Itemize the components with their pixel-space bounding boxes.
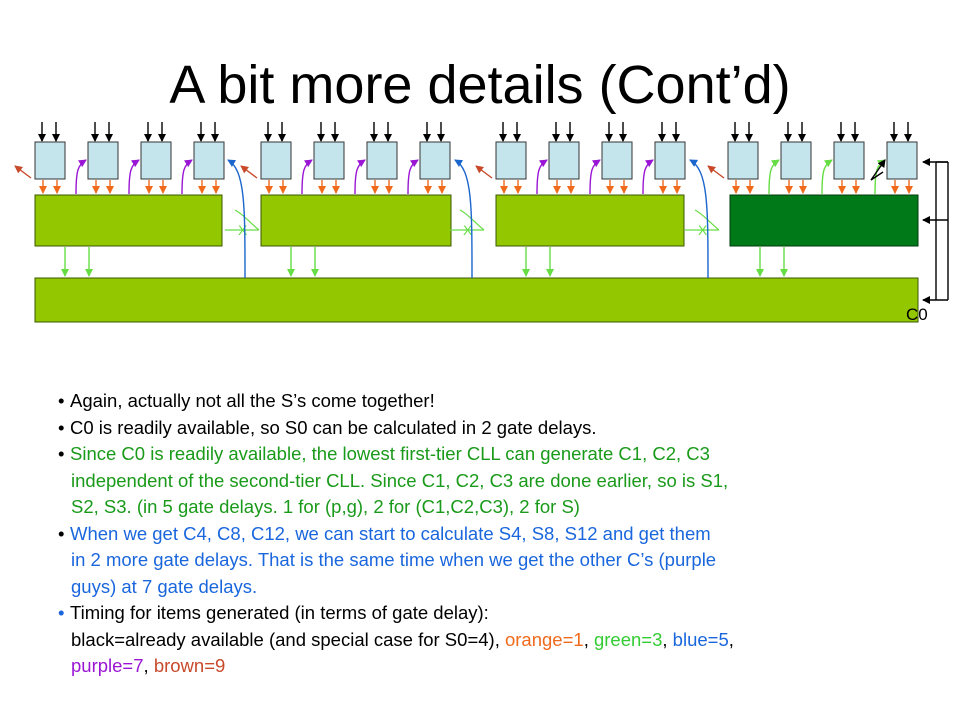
bullet-3-line-2: independent of the second-tier CLL. Sinc… <box>71 469 729 491</box>
x-curve <box>234 209 260 231</box>
pg-boxes <box>34 141 918 180</box>
bullet-5-line-2: black=already available (and special cas… <box>71 628 734 650</box>
bullet-4-line-2: in 2 more gate delays. That is the same … <box>71 549 717 570</box>
carry-arrows <box>14 159 886 195</box>
carry-arrow <box>768 159 780 195</box>
pg-box <box>833 141 865 180</box>
c0-label: C0 <box>906 305 928 324</box>
cll-block-4-lowest <box>729 194 919 247</box>
pg-box <box>780 141 812 180</box>
carry-arrow <box>128 159 140 195</box>
carry-out-arrow <box>14 165 32 179</box>
cll-block-1 <box>34 194 223 247</box>
carry-arrow <box>354 159 366 195</box>
carry-arrow <box>407 159 419 195</box>
carry-arrow <box>75 159 87 195</box>
carry-arrow <box>642 159 654 195</box>
pg-box <box>727 141 759 180</box>
blue-carry-arrows <box>227 159 709 279</box>
pg-box <box>654 141 686 180</box>
bullet-5-line-3: purple=7, brown=9 <box>71 655 226 676</box>
blue-arrow-c8 <box>454 159 473 279</box>
carry-arrow <box>301 159 313 195</box>
x-curve <box>694 209 720 231</box>
pg-box <box>601 141 633 180</box>
pg-to-cll-arrows <box>39 180 913 194</box>
bullet-2: •C0 is readily available, so S0 can be c… <box>58 416 597 438</box>
carry-out-arrow <box>707 165 725 179</box>
pg-box <box>140 141 172 180</box>
bullet-3-line-3: S2, S3. (in 5 gate delays. 1 for (p,g), … <box>71 496 580 517</box>
carry-arrow <box>821 159 833 195</box>
x-marker: X <box>463 222 473 238</box>
bullet-4-line-3: guys) at 7 gate delays. <box>71 575 258 597</box>
bullet-3: •Since C0 is readily available, the lowe… <box>58 443 710 464</box>
bullet-4: •When we get C4, C8, C12, we can start t… <box>58 522 711 544</box>
pg-box <box>419 141 451 180</box>
blue-arrow-c12 <box>689 159 709 279</box>
cll-block-2 <box>260 194 452 247</box>
pg-box <box>260 141 292 180</box>
cll-to-second-tier-arrows <box>61 247 788 277</box>
carry-arrow <box>589 159 601 195</box>
blue-arrow-c4 <box>227 159 246 279</box>
pg-box <box>886 141 918 180</box>
x-marker: X <box>698 222 708 238</box>
pg-box <box>548 141 580 180</box>
pg-box <box>313 141 345 180</box>
cll-block-3 <box>495 194 685 247</box>
pg-box <box>366 141 398 180</box>
pg-box <box>34 141 66 180</box>
carry-arrow <box>181 159 193 195</box>
c0-input-arrow <box>870 159 886 181</box>
input-arrows <box>38 122 912 142</box>
pg-box <box>495 141 527 180</box>
pg-box <box>193 141 225 180</box>
x-marker: X <box>238 222 248 238</box>
bullet-5: •Timing for items generated (in terms of… <box>58 602 489 623</box>
carry-out-arrow <box>240 165 258 179</box>
carry-out-arrow <box>475 165 493 179</box>
bullet-1: •Again, actually not all the S’s come to… <box>58 390 435 411</box>
c0-line <box>922 158 949 304</box>
slide-title: A bit more details (Cont’d) <box>169 55 791 115</box>
bullet-list: •Again, actually not all the S’s come to… <box>58 388 948 680</box>
pg-box <box>87 141 119 180</box>
c0-input-arrow <box>870 171 884 181</box>
carry-arrow <box>536 159 548 195</box>
second-tier-cll <box>34 277 919 323</box>
